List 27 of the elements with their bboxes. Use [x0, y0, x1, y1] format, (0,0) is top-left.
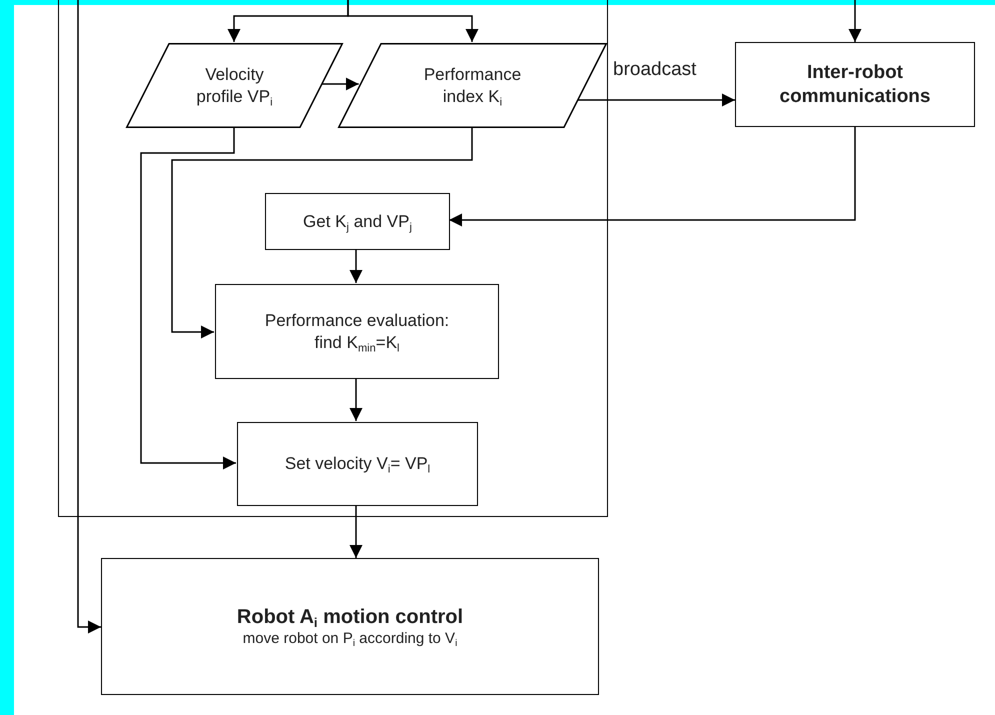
arrow	[140, 127, 236, 470]
arrow	[576, 94, 735, 106]
node-text: Get K$_{j}$ and VP$_{j}$	[303, 210, 412, 232]
arrow	[171, 127, 473, 338]
node-text: Performance evaluation: find K$_{min}$=K$_{l}$	[264, 310, 450, 353]
process-box	[735, 42, 975, 127]
frame-box	[58, 0, 608, 517]
arrow	[77, 0, 101, 634]
arrow	[347, 0, 478, 42]
arrow	[848, 0, 862, 42]
process-box	[101, 558, 599, 695]
node-text: Inter-robot communications	[778, 60, 932, 108]
node-text: Set velocity V$_{i}$= VP$_{l}$	[284, 453, 430, 475]
data-parallelogram	[126, 43, 343, 128]
arrow	[320, 78, 359, 90]
arrow	[449, 127, 856, 226]
arrow	[350, 505, 362, 558]
arrow	[350, 378, 362, 421]
process-box	[215, 284, 499, 379]
process-box	[237, 422, 478, 506]
node-text: Robot A$_{i}$ motion control	[236, 604, 464, 630]
node-text: Performance index K$_{i}$	[422, 64, 522, 107]
node-text: Velocity profile VP$_{i}$	[195, 64, 274, 107]
data-parallelogram	[338, 43, 607, 128]
node-subtext: move robot on P$_{i}$ according to V$_{i}$	[242, 630, 458, 648]
process-box	[265, 193, 450, 250]
arrow	[350, 249, 362, 283]
